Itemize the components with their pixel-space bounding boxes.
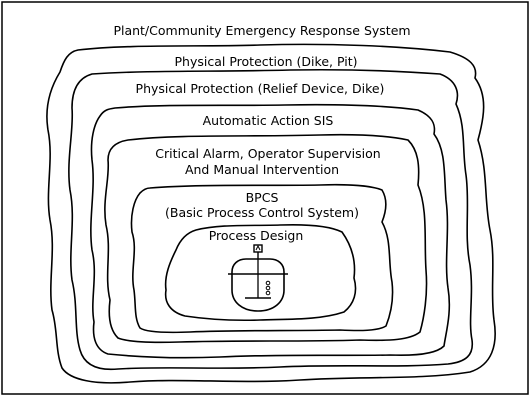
- label-bpcs-line1: BPCS: [246, 190, 279, 205]
- layer-outline-process-design: [164, 223, 357, 322]
- label-physical-protection-relief: Physical Protection (Relief Device, Dike…: [136, 81, 385, 96]
- label-critical-alarm-line2: And Manual Intervention: [185, 162, 339, 177]
- layer-outline-bpcs: [130, 183, 394, 334]
- label-plant-community: Plant/Community Emergency Response Syste…: [113, 23, 410, 38]
- label-bpcs-line2: (Basic Process Control System): [165, 205, 359, 220]
- reactor-vessel-icon: [228, 244, 288, 312]
- label-critical-alarm-line1: Critical Alarm, Operator Supervision: [155, 146, 380, 161]
- layer-outline-automatic-action-sis: [90, 103, 451, 359]
- layer-outline-critical-alarm: [104, 133, 428, 344]
- label-physical-protection-dike-pit: Physical Protection (Dike, Pit): [175, 54, 358, 69]
- label-process-design: Process Design: [209, 228, 304, 243]
- label-automatic-action-sis: Automatic Action SIS: [203, 113, 334, 128]
- layer-outline-physical-protection-dike-pit: [46, 43, 496, 384]
- layer-outline-physical-protection-relief: [68, 68, 474, 371]
